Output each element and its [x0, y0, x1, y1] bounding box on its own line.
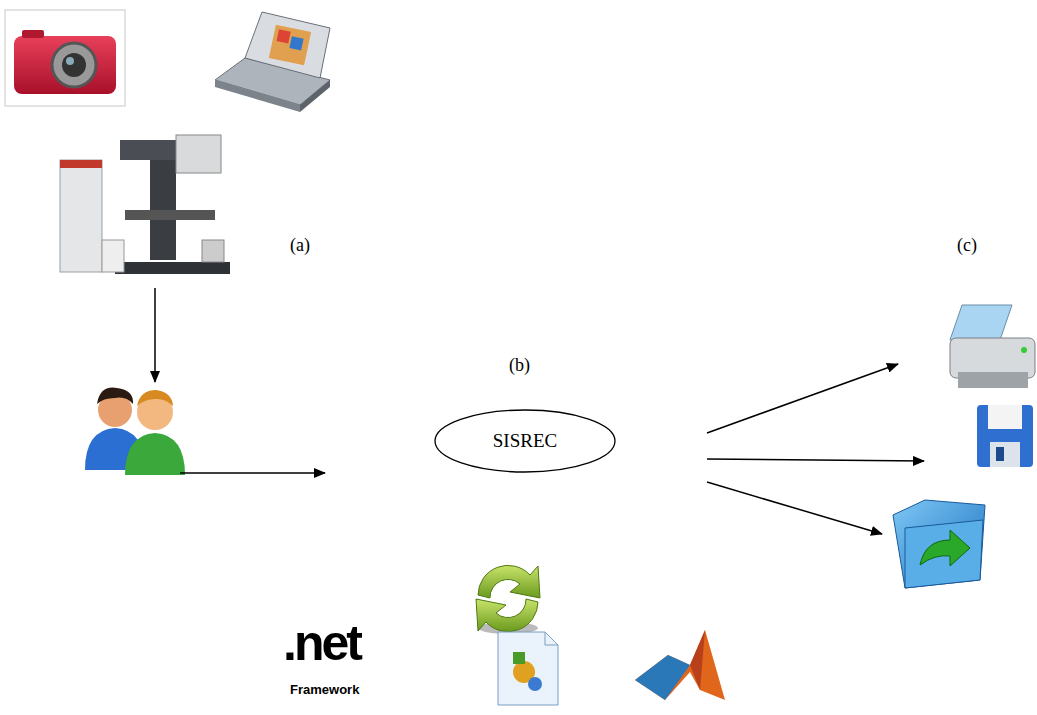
refresh-icon — [476, 565, 540, 634]
part-label: (a) — [290, 236, 310, 254]
microscope-icon — [60, 135, 230, 274]
flow-arrow — [155, 288, 924, 534]
matlab-logo — [635, 630, 725, 700]
camera-icon — [5, 10, 125, 106]
node-text: SISREC — [493, 430, 557, 452]
logo-text: Framework — [290, 683, 359, 696]
printer-icon — [950, 305, 1035, 388]
floppy-disk-icon — [977, 405, 1033, 467]
logo-text: .net — [283, 618, 360, 668]
file-icon — [498, 632, 558, 705]
folder-icon — [893, 500, 985, 588]
process-ellipse: SISREC — [434, 409, 616, 473]
users-icon — [85, 388, 185, 475]
part-label: (b) — [509, 356, 530, 374]
part-label: (c) — [957, 236, 977, 254]
scanner-icon — [215, 12, 330, 112]
